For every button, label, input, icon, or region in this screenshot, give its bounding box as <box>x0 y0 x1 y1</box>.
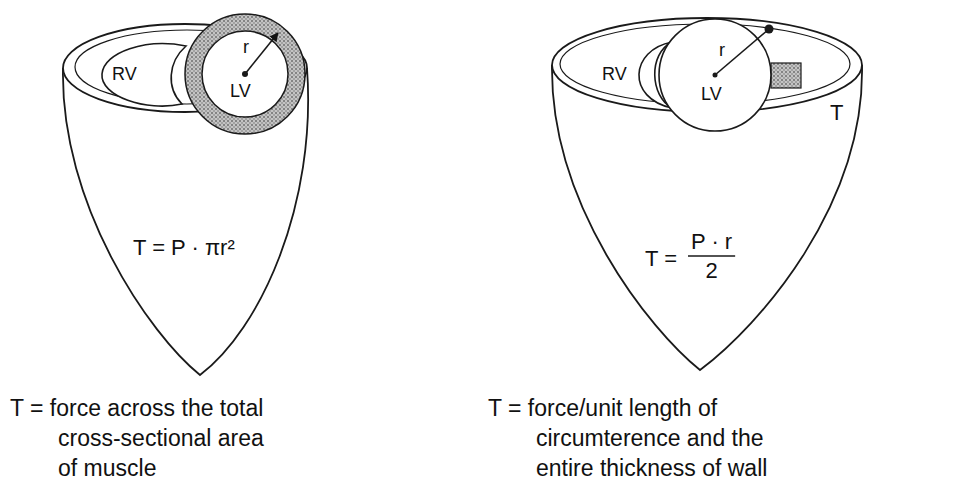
wall-segment <box>771 63 801 88</box>
shape-outline <box>96 38 188 113</box>
lv-chamber: rLV <box>183 12 307 136</box>
shape-outline <box>657 17 773 133</box>
shape-outline <box>183 12 307 136</box>
tension-formula: T = P · πr² <box>133 237 235 259</box>
radius-label: r <box>243 38 249 56</box>
heart-outline: T = P · r 2 RV rLV <box>545 15 870 380</box>
heart-outline: T = P · πr² RV rLV <box>55 15 315 385</box>
tension-label: T <box>830 100 843 126</box>
lv-cavity <box>659 19 771 131</box>
radius-end-dot <box>765 25 774 34</box>
formula-denominator: 2 <box>705 260 717 282</box>
radius-arrow <box>245 33 278 74</box>
caption-text: T = force across the total cross-section… <box>10 393 288 483</box>
rv-chamber: RV <box>96 38 188 113</box>
fraction-bar <box>688 255 735 257</box>
lv-chamber: rLV <box>657 17 773 133</box>
radius-label: r <box>719 41 725 59</box>
lv-cavity <box>202 31 288 117</box>
tension-formula: T = <box>645 248 677 270</box>
center-dot <box>242 71 248 77</box>
caption-text: T = force/unit length of circumterence a… <box>488 393 778 483</box>
chamber-label: LV <box>701 85 722 103</box>
radius-line <box>715 29 769 75</box>
center-dot <box>713 73 718 78</box>
rv-crescent <box>102 44 186 106</box>
chamber-label: RV <box>112 65 137 83</box>
formula-numerator: P · r <box>691 231 732 253</box>
chamber-label: RV <box>602 65 627 83</box>
chamber-label: LV <box>230 82 251 100</box>
lv-wall <box>185 14 305 134</box>
